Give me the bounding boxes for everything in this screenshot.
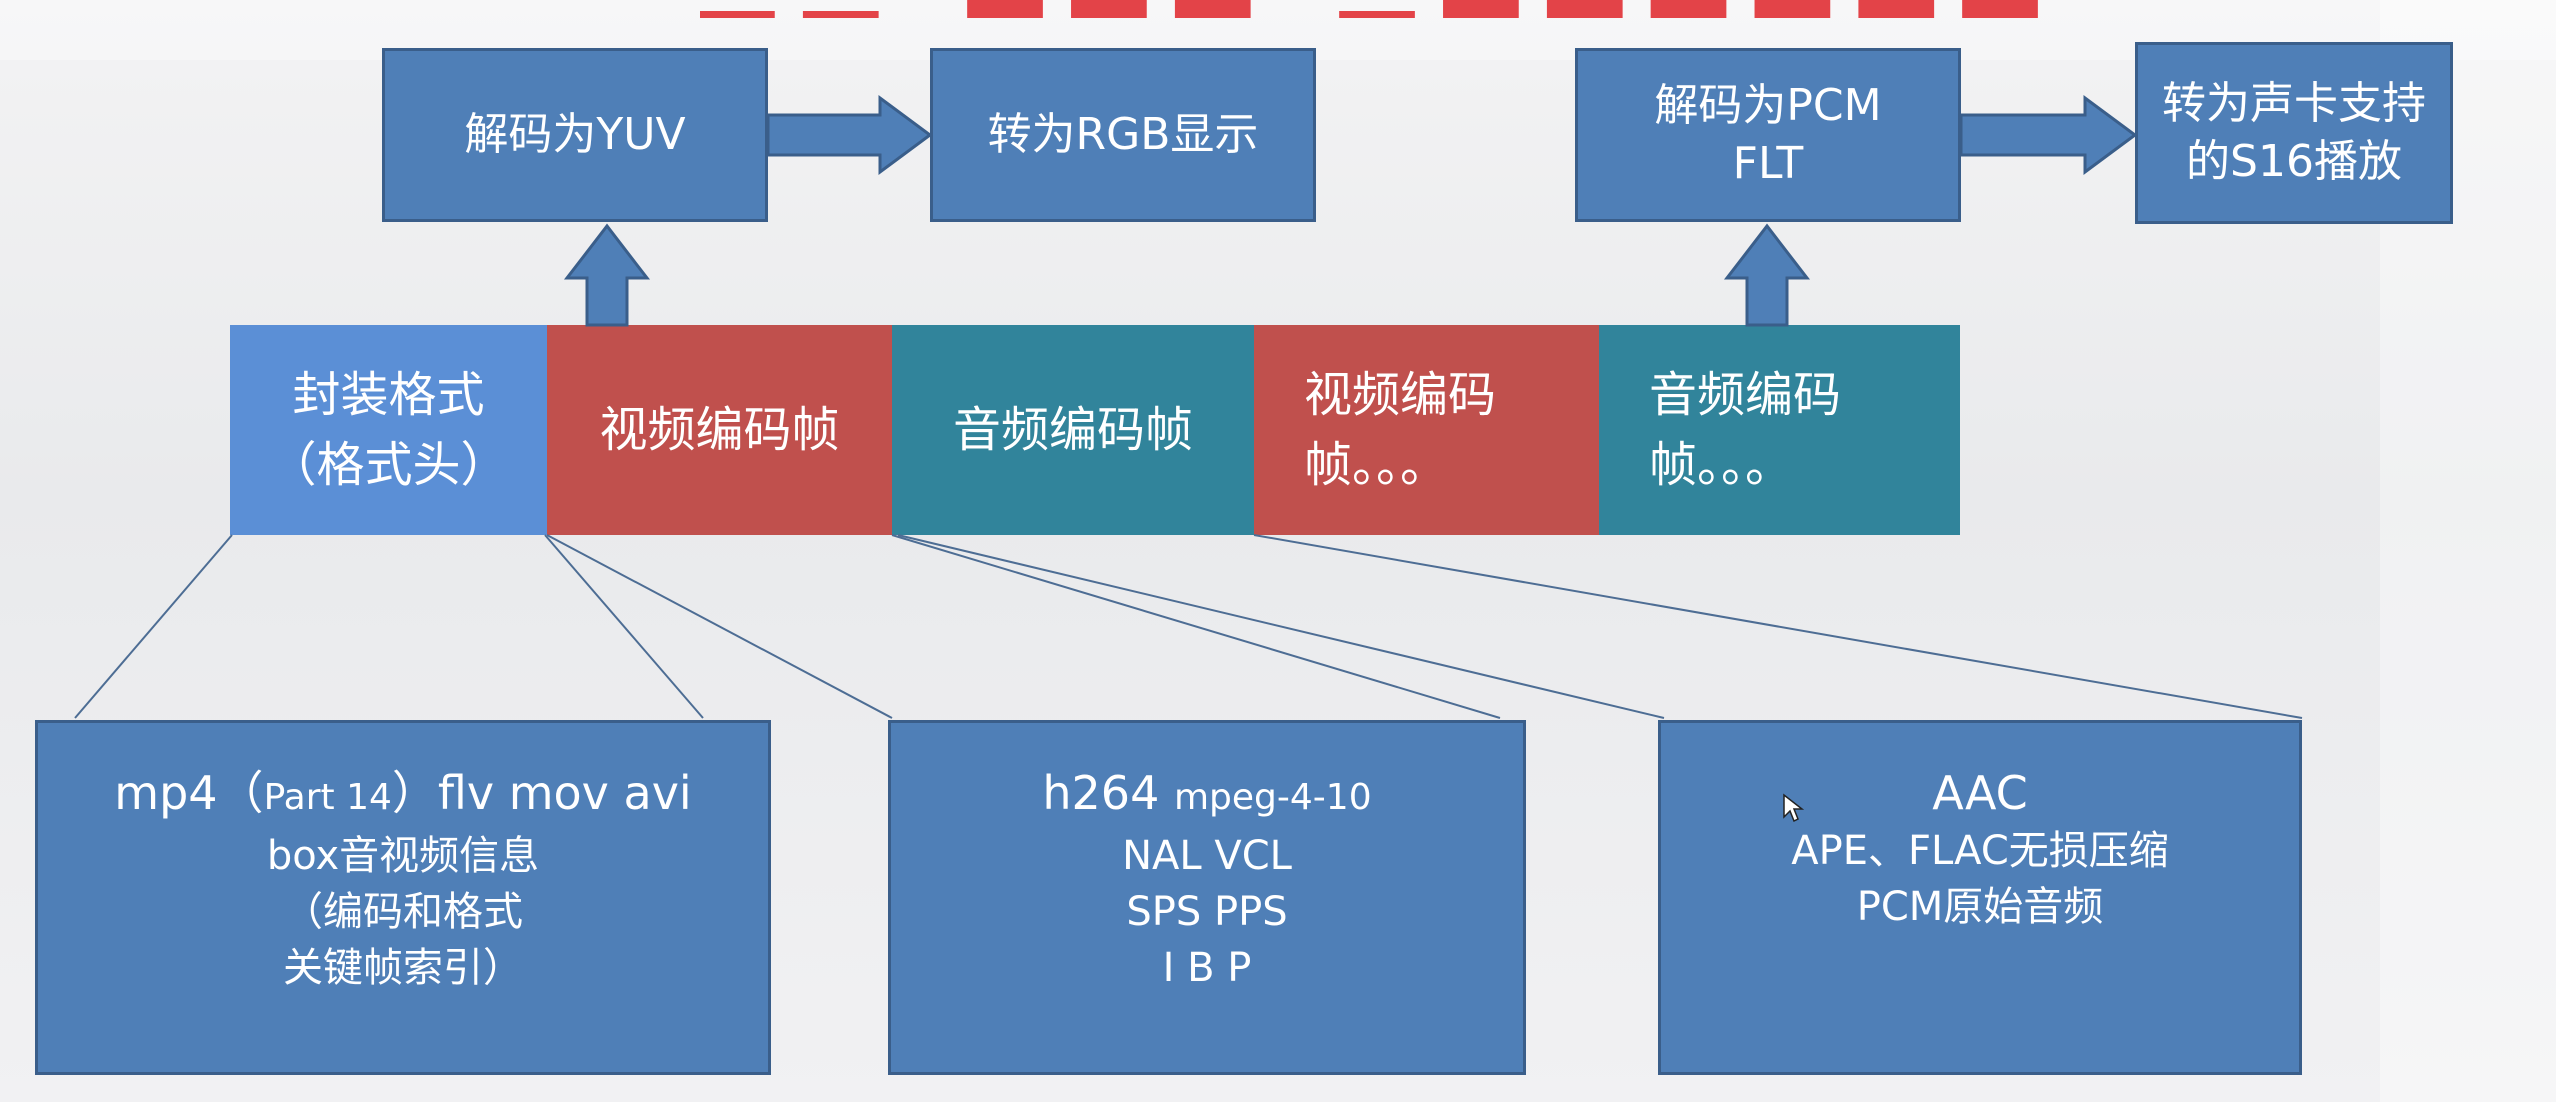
container-detail-line1-b: Part 14 xyxy=(263,777,392,818)
video-codec-detail-box: h264 mpeg-4-10 NAL VCL SPS PPS I B P xyxy=(888,720,1526,1075)
container-format-line1: 封装格式 xyxy=(292,367,485,423)
video-codec-line1-b: mpeg-4-10 xyxy=(1173,777,1372,818)
audio-codec-line2: APE、FLAC无损压缩 xyxy=(1791,828,2169,874)
video-codec-line1: h264 mpeg-4-10 xyxy=(1042,763,1371,828)
container-detail-line3: （编码和格式 xyxy=(283,889,523,935)
to-s16-box: 转为声卡支持 的S16播放 xyxy=(2135,42,2453,224)
mouse-cursor-icon xyxy=(1783,793,1804,823)
container-detail-line2: box音视频信息 xyxy=(266,833,540,879)
decode-pcm-box: 解码为PCM FLT xyxy=(1575,48,1961,222)
connector-line xyxy=(546,534,893,719)
container-detail-line1: mp4（Part 14）flv mov avi xyxy=(114,763,691,828)
video-codec-line3: SPS PPS xyxy=(1126,889,1288,935)
video-frame-segment: 视频编码帧 xyxy=(547,325,892,535)
connector-line xyxy=(544,534,704,719)
video-codec-line1-a: h264 xyxy=(1042,766,1160,820)
audio-frame-segment: 音频编码帧 xyxy=(892,325,1254,535)
audio-codec-line3: PCM原始音频 xyxy=(1856,884,2104,930)
connector-line xyxy=(897,534,1665,719)
container-format-segment: 封装格式 （格式头） xyxy=(230,325,547,535)
container-detail-line1-c: ）flv mov avi xyxy=(391,766,692,820)
connector-line xyxy=(891,534,1501,719)
audio-frame-more-segment: 音频编码 帧。。。 xyxy=(1599,325,1960,535)
video-codec-line4: I B P xyxy=(1162,945,1252,991)
audio-frame-more-line2: 帧。。。 xyxy=(1649,437,1794,493)
video-frame-more-line1: 视频编码 xyxy=(1304,367,1497,423)
video-codec-line2: NAL VCL xyxy=(1122,833,1292,879)
page-title-fragment: ▂▂ ▆▇▆ ▂▆▇▆▇▆▇ ▂▆▇▆ xyxy=(700,0,2120,18)
video-frame-more-line2: 帧。。。 xyxy=(1304,437,1449,493)
audio-frame-more-line1: 音频编码 xyxy=(1649,367,1842,423)
decode-yuv-label: 解码为YUV xyxy=(464,109,686,160)
to-rgb-box: 转为RGB显示 xyxy=(930,48,1316,222)
arrow-up-icon xyxy=(563,223,651,327)
audio-codec-detail-box: AAC APE、FLAC无损压缩 PCM原始音频 xyxy=(1658,720,2302,1075)
container-detail-line4: 关键帧索引） xyxy=(283,945,523,991)
to-s16-label-line2: 的S16播放 xyxy=(2186,136,2402,187)
arrow-up-icon xyxy=(1723,223,1811,327)
connector-line xyxy=(1253,534,2303,719)
arrow-right-icon xyxy=(766,95,933,175)
container-detail-line1-a: mp4（ xyxy=(114,766,264,820)
video-frame-more-segment: 视频编码 帧。。。 xyxy=(1254,325,1599,535)
container-format-line2: （格式头） xyxy=(268,437,509,493)
arrow-right-icon xyxy=(1959,95,2138,175)
connector-line xyxy=(74,534,233,719)
audio-codec-line1: AAC xyxy=(1932,766,2028,820)
decode-pcm-label-line2: FLT xyxy=(1732,138,1804,189)
to-s16-label-line1: 转为声卡支持 xyxy=(2162,78,2426,129)
container-detail-box: mp4（Part 14）flv mov avi box音视频信息 （编码和格式 … xyxy=(35,720,771,1075)
decode-pcm-label-line1: 解码为PCM xyxy=(1654,80,1882,131)
to-rgb-label: 转为RGB显示 xyxy=(987,109,1259,160)
video-frame-label: 视频编码帧 xyxy=(599,402,840,458)
audio-frame-label: 音频编码帧 xyxy=(952,402,1193,458)
